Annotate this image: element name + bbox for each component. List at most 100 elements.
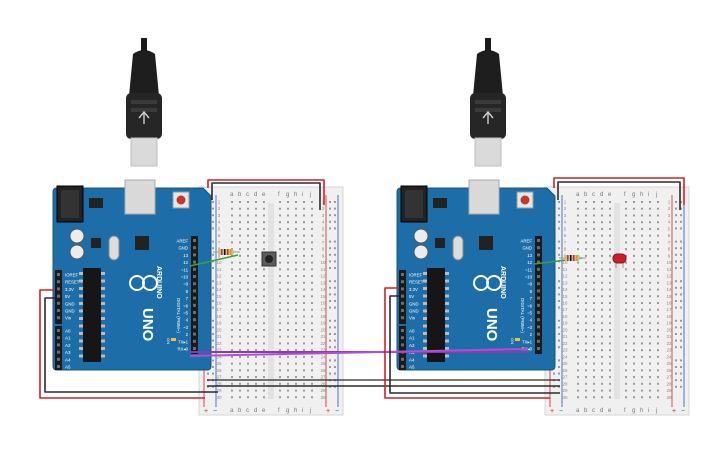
arduino-board[interactable]: AREFGND1312~11~10~987~6~54~32TX▸1RX◂0IOR… bbox=[396, 38, 556, 371]
terminal-hole bbox=[247, 302, 249, 304]
terminal-hole bbox=[649, 295, 651, 298]
terminal-hole bbox=[303, 328, 305, 331]
terminal-hole bbox=[633, 207, 635, 210]
row-number: 16 bbox=[562, 301, 568, 306]
power-pin-label: RESET bbox=[409, 280, 424, 285]
rail-hole bbox=[558, 207, 560, 210]
resistor-led[interactable] bbox=[559, 255, 586, 261]
row-number: 9 bbox=[322, 253, 325, 258]
row-number: 22 bbox=[562, 341, 568, 346]
terminal-hole bbox=[657, 261, 659, 264]
row-number: 13 bbox=[666, 280, 672, 285]
terminal-hole bbox=[295, 261, 297, 264]
row-number: 12 bbox=[666, 274, 672, 279]
resistor-pullup[interactable] bbox=[213, 249, 240, 255]
pushbutton[interactable] bbox=[261, 251, 277, 267]
column-label: a bbox=[230, 408, 234, 414]
terminal-hole bbox=[295, 396, 297, 399]
terminal-hole bbox=[577, 328, 579, 331]
terminal-hole bbox=[585, 362, 587, 365]
chip-pin bbox=[423, 279, 427, 283]
arduino-board[interactable]: AREFGND1312~11~10~987~6~54~32TX▸1RX◂0IOR… bbox=[52, 38, 212, 371]
terminal-hole bbox=[263, 227, 265, 230]
terminal-hole bbox=[625, 281, 627, 284]
row-number: 20 bbox=[562, 327, 568, 332]
rail-hole bbox=[212, 339, 214, 342]
brand-label: ARDUINO bbox=[155, 266, 162, 299]
pushbutton-cap[interactable] bbox=[265, 255, 273, 263]
row-number: 30 bbox=[666, 395, 672, 400]
row-number: 6 bbox=[668, 233, 671, 238]
terminal-hole bbox=[601, 248, 603, 251]
rail-hole bbox=[334, 366, 336, 368]
terminal-hole bbox=[239, 288, 241, 291]
rail-hole bbox=[675, 333, 677, 335]
row-number: 22 bbox=[666, 341, 672, 346]
terminal-hole bbox=[609, 328, 611, 331]
rail-hole bbox=[558, 280, 560, 283]
rail-hole bbox=[675, 227, 677, 230]
terminal-hole bbox=[641, 268, 643, 271]
chip-pin bbox=[79, 339, 83, 343]
terminal-hole bbox=[577, 268, 579, 271]
usb-cable-wire bbox=[485, 38, 491, 58]
header-pin bbox=[193, 289, 196, 293]
header-pin bbox=[401, 301, 404, 305]
reset-button-cap[interactable] bbox=[520, 195, 530, 205]
rail-hole bbox=[334, 280, 336, 283]
rail-hole bbox=[334, 385, 336, 388]
row-number: 21 bbox=[562, 334, 568, 339]
terminal-hole bbox=[295, 349, 297, 352]
terminal-hole bbox=[633, 268, 635, 271]
terminal-hole bbox=[585, 268, 587, 271]
row-number: 3 bbox=[322, 213, 325, 218]
terminal-hole bbox=[303, 288, 305, 291]
header-pin bbox=[193, 275, 196, 278]
rail-hole bbox=[212, 214, 214, 217]
row-number: 21 bbox=[666, 334, 672, 339]
digital-pin-label: ~3 bbox=[183, 325, 189, 330]
terminal-hole bbox=[657, 288, 659, 291]
header-pin bbox=[537, 318, 540, 322]
column-label: a bbox=[230, 192, 234, 198]
row-number: 9 bbox=[218, 253, 221, 258]
row-number: 4 bbox=[668, 220, 671, 225]
terminal-hole bbox=[585, 214, 587, 217]
header-pin bbox=[193, 267, 196, 271]
column-label: h bbox=[640, 408, 643, 414]
column-label: b bbox=[584, 192, 588, 198]
rail-hole bbox=[334, 359, 336, 362]
chip-pin bbox=[79, 347, 83, 350]
chip-pin bbox=[445, 347, 449, 350]
power-pin-label: 3.3V bbox=[65, 287, 74, 292]
terminal-hole bbox=[609, 322, 611, 325]
terminal-hole bbox=[231, 315, 233, 318]
terminal-hole bbox=[609, 275, 611, 278]
row-number: 27 bbox=[320, 375, 326, 380]
terminal-hole bbox=[657, 308, 659, 311]
reset-button-cap[interactable] bbox=[176, 195, 186, 205]
header-pin bbox=[537, 260, 540, 264]
header-pin bbox=[57, 357, 60, 361]
terminal-hole bbox=[279, 227, 281, 230]
terminal-hole bbox=[641, 275, 643, 278]
terminal-hole bbox=[287, 221, 289, 224]
terminal-hole bbox=[295, 342, 297, 345]
terminal-hole bbox=[609, 214, 611, 217]
terminal-hole bbox=[247, 214, 249, 217]
rail-hole bbox=[334, 267, 336, 269]
ic-small bbox=[435, 238, 445, 248]
terminal-hole bbox=[287, 396, 289, 399]
rail-hole bbox=[558, 220, 560, 223]
rail-hole bbox=[329, 220, 331, 223]
rail-hole bbox=[558, 333, 560, 335]
chip-pin bbox=[79, 294, 83, 298]
terminal-hole bbox=[239, 342, 241, 345]
rail-plus-label: + bbox=[326, 408, 330, 415]
led[interactable] bbox=[612, 253, 627, 268]
terminal-hole bbox=[577, 362, 579, 365]
header-pin bbox=[57, 280, 60, 284]
